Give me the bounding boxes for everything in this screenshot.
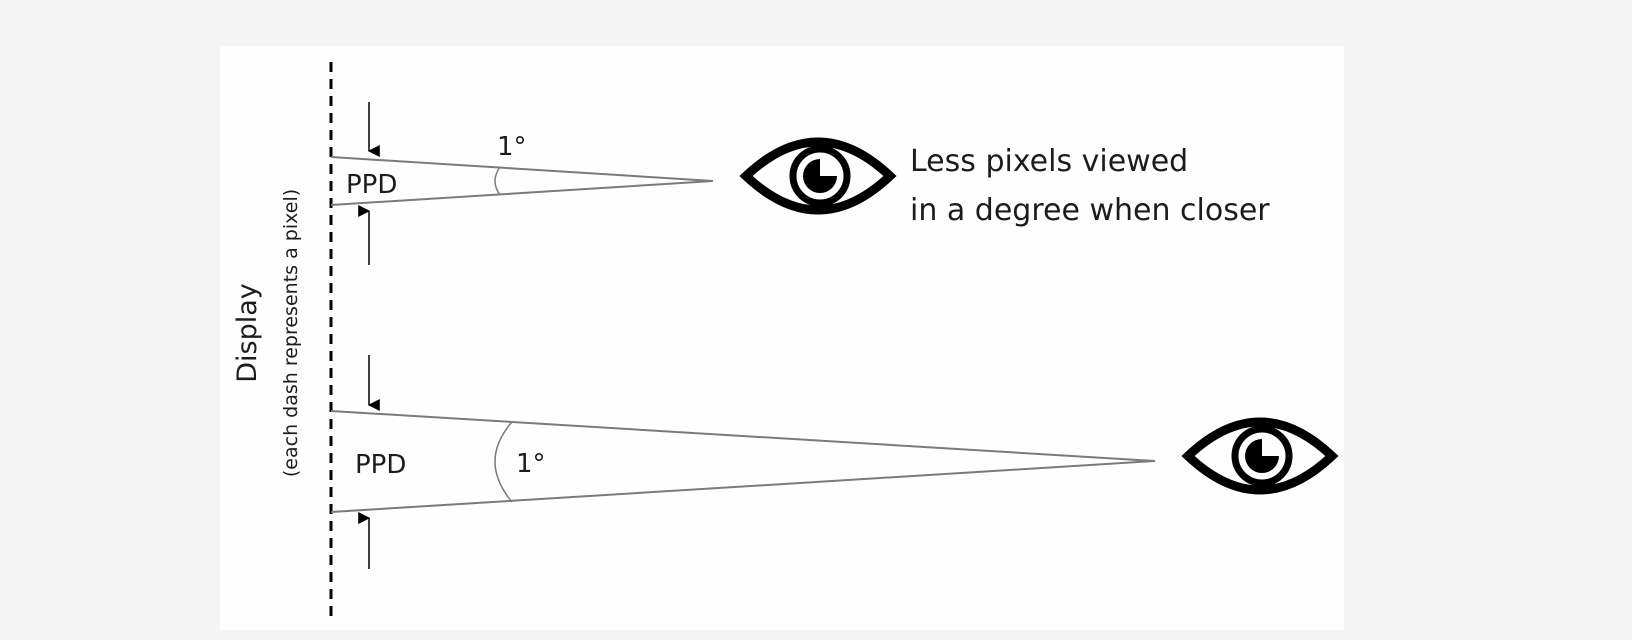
far-angle-label: 1° [516, 449, 546, 479]
eye-icon [746, 142, 890, 210]
close-ray-upper [330, 156, 714, 182]
close-angle-label: 1° [497, 132, 527, 162]
close-ppd-label: PPD [346, 170, 397, 200]
close-caption-line2: in a degree when closer [910, 193, 1270, 228]
eye-icon [1188, 422, 1332, 490]
display-title: Display [232, 283, 263, 383]
far-ray-upper [330, 410, 1156, 462]
far-angle-arc [494, 421, 513, 503]
far-view: PPD 1° [330, 355, 1332, 569]
close-angle-arc [494, 166, 501, 196]
close-view: PPD 1° Less pixels viewed in a degree wh… [330, 102, 1270, 265]
display-subtitle: (each dash represents a pixel) [280, 189, 302, 477]
close-caption-line1: Less pixels viewed [910, 144, 1188, 179]
far-ppd-label: PPD [355, 450, 406, 480]
far-ray-lower [330, 460, 1156, 513]
close-ray-lower [330, 180, 714, 206]
diagram-panel [220, 46, 1344, 630]
